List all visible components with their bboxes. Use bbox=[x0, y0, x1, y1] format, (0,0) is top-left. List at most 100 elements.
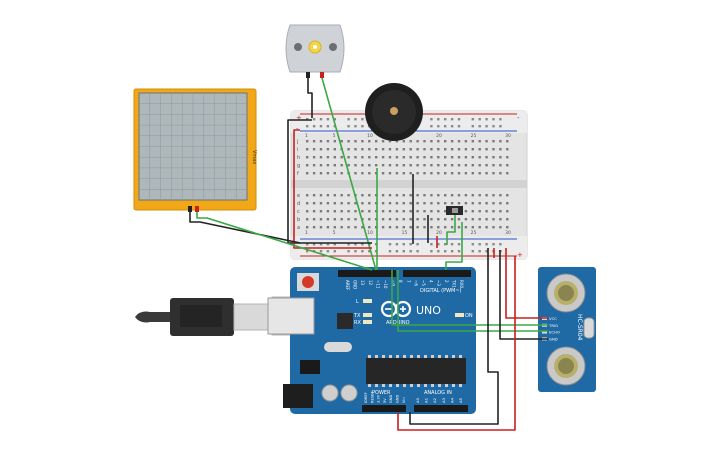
rail-hole[interactable] bbox=[478, 250, 481, 253]
terminal-hole[interactable] bbox=[319, 210, 323, 213]
terminal-hole[interactable] bbox=[492, 194, 495, 197]
rail-hole[interactable] bbox=[478, 118, 481, 121]
terminal-hole[interactable] bbox=[333, 226, 336, 229]
terminal-hole[interactable] bbox=[478, 218, 481, 221]
terminal-hole[interactable] bbox=[361, 148, 364, 151]
rail-hole[interactable] bbox=[306, 243, 309, 246]
rail-hole[interactable] bbox=[347, 125, 350, 128]
rail-hole[interactable] bbox=[457, 243, 461, 246]
terminal-hole[interactable] bbox=[347, 226, 350, 229]
terminal-hole[interactable] bbox=[499, 202, 502, 205]
terminal-hole[interactable] bbox=[381, 226, 385, 229]
terminal-hole[interactable] bbox=[444, 194, 447, 197]
terminal-hole[interactable] bbox=[437, 210, 440, 213]
terminal-hole[interactable] bbox=[340, 172, 343, 175]
terminal-hole[interactable] bbox=[361, 140, 364, 143]
terminal-hole[interactable] bbox=[499, 172, 502, 175]
rail-hole[interactable] bbox=[457, 118, 461, 121]
terminal-hole[interactable] bbox=[409, 226, 412, 229]
terminal-hole[interactable] bbox=[471, 156, 474, 159]
terminal-hole[interactable] bbox=[409, 164, 412, 167]
terminal-hole[interactable] bbox=[450, 202, 454, 205]
terminal-hole[interactable] bbox=[492, 164, 495, 167]
terminal-hole[interactable] bbox=[354, 164, 357, 167]
terminal-hole[interactable] bbox=[457, 140, 461, 143]
terminal-hole[interactable] bbox=[402, 218, 405, 221]
terminal-hole[interactable] bbox=[354, 156, 357, 159]
terminal-hole[interactable] bbox=[444, 148, 447, 151]
terminal-hole[interactable] bbox=[499, 210, 502, 213]
terminal-hole[interactable] bbox=[478, 140, 481, 143]
terminal-hole[interactable] bbox=[319, 226, 323, 229]
terminal-hole[interactable] bbox=[409, 202, 412, 205]
rail-hole[interactable] bbox=[333, 118, 336, 121]
terminal-hole[interactable] bbox=[388, 194, 392, 197]
terminal-hole[interactable] bbox=[499, 140, 502, 143]
terminal-hole[interactable] bbox=[464, 172, 468, 175]
terminal-hole[interactable] bbox=[319, 140, 323, 143]
terminal-hole[interactable] bbox=[347, 218, 350, 221]
rail-hole[interactable] bbox=[416, 250, 419, 253]
terminal-hole[interactable] bbox=[416, 140, 419, 143]
terminal-hole[interactable] bbox=[388, 226, 392, 229]
terminal-hole[interactable] bbox=[319, 218, 323, 221]
terminal-hole[interactable] bbox=[506, 226, 509, 229]
rail-hole[interactable] bbox=[354, 250, 357, 253]
terminal-hole[interactable] bbox=[354, 202, 357, 205]
rail-hole[interactable] bbox=[492, 125, 495, 128]
terminal-hole[interactable] bbox=[354, 172, 357, 175]
terminal-hole[interactable] bbox=[361, 164, 364, 167]
rail-hole[interactable] bbox=[402, 250, 405, 253]
terminal-hole[interactable] bbox=[381, 156, 385, 159]
terminal-hole[interactable] bbox=[485, 210, 488, 213]
terminal-hole[interactable] bbox=[423, 148, 426, 151]
terminal-hole[interactable] bbox=[388, 156, 392, 159]
terminal-hole[interactable] bbox=[506, 194, 509, 197]
terminal-hole[interactable] bbox=[444, 202, 447, 205]
terminal-hole[interactable] bbox=[368, 172, 371, 175]
terminal-hole[interactable] bbox=[437, 194, 440, 197]
slide-switch-knob[interactable] bbox=[452, 208, 458, 213]
terminal-hole[interactable] bbox=[375, 148, 378, 151]
terminal-hole[interactable] bbox=[381, 202, 385, 205]
terminal-hole[interactable] bbox=[506, 156, 509, 159]
terminal-hole[interactable] bbox=[354, 218, 357, 221]
rail-hole[interactable] bbox=[492, 243, 495, 246]
terminal-hole[interactable] bbox=[402, 140, 405, 143]
terminal-hole[interactable] bbox=[430, 218, 433, 221]
terminal-hole[interactable] bbox=[319, 172, 323, 175]
rail-hole[interactable] bbox=[354, 118, 357, 121]
terminal-hole[interactable] bbox=[430, 156, 433, 159]
terminal-hole[interactable] bbox=[388, 202, 392, 205]
terminal-hole[interactable] bbox=[416, 172, 419, 175]
terminal-hole[interactable] bbox=[471, 148, 474, 151]
terminal-hole[interactable] bbox=[416, 226, 419, 229]
rail-hole[interactable] bbox=[347, 250, 350, 253]
terminal-hole[interactable] bbox=[333, 194, 336, 197]
terminal-hole[interactable] bbox=[478, 172, 481, 175]
terminal-hole[interactable] bbox=[395, 194, 399, 197]
terminal-hole[interactable] bbox=[457, 218, 461, 221]
terminal-hole[interactable] bbox=[444, 218, 447, 221]
rail-hole[interactable] bbox=[478, 243, 481, 246]
terminal-hole[interactable] bbox=[326, 194, 330, 197]
rail-hole[interactable] bbox=[361, 125, 364, 128]
terminal-hole[interactable] bbox=[457, 172, 461, 175]
terminal-hole[interactable] bbox=[506, 164, 509, 167]
terminal-hole[interactable] bbox=[347, 194, 350, 197]
terminal-hole[interactable] bbox=[402, 156, 405, 159]
terminal-hole[interactable] bbox=[457, 164, 461, 167]
terminal-hole[interactable] bbox=[492, 140, 495, 143]
terminal-hole[interactable] bbox=[423, 210, 426, 213]
terminal-hole[interactable] bbox=[326, 218, 330, 221]
rail-hole[interactable] bbox=[471, 118, 474, 121]
terminal-hole[interactable] bbox=[450, 218, 454, 221]
terminal-hole[interactable] bbox=[409, 156, 412, 159]
terminal-hole[interactable] bbox=[485, 202, 488, 205]
terminal-hole[interactable] bbox=[450, 140, 454, 143]
terminal-hole[interactable] bbox=[333, 172, 336, 175]
terminal-hole[interactable] bbox=[471, 172, 474, 175]
terminal-hole[interactable] bbox=[416, 202, 419, 205]
terminal-hole[interactable] bbox=[457, 194, 461, 197]
terminal-hole[interactable] bbox=[326, 164, 330, 167]
